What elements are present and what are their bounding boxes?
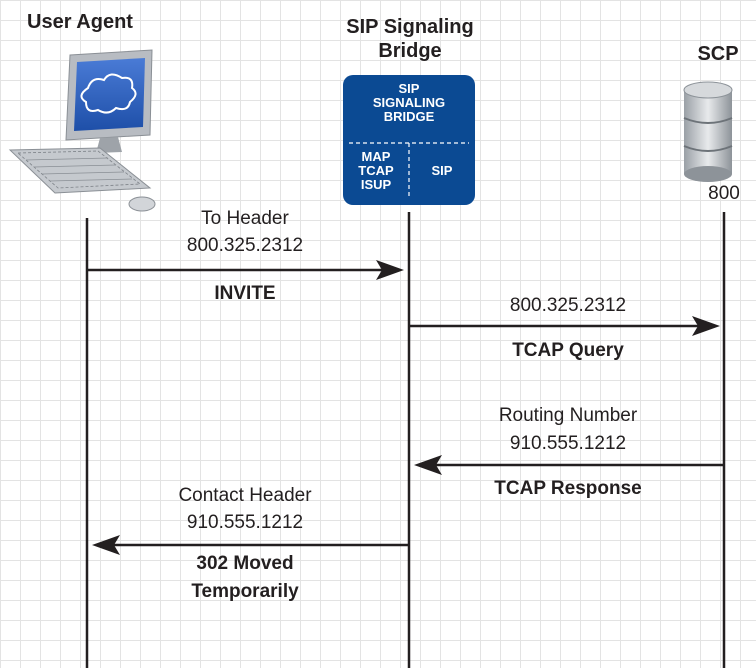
tcap-query-number: 800.325.2312 — [509, 295, 627, 316]
bridge-box-title: SIP SIGNALING BRIDGE — [343, 82, 475, 124]
bridge-box-title-line3: BRIDGE — [383, 109, 435, 124]
moved-name-line1: 302 Moved — [196, 553, 294, 574]
bridge-title-line2: Bridge — [378, 40, 442, 62]
invite-name: INVITE — [214, 283, 276, 304]
user-agent-title: User Agent — [27, 11, 133, 33]
bridge-box-left-protocols: MAP TCAP ISUP — [343, 150, 409, 192]
moved-temporarily-arrow — [92, 535, 409, 555]
tcap-response-number: 910.555.1212 — [509, 433, 627, 454]
tcap-query-name: TCAP Query — [512, 340, 624, 361]
bridge-box-right-protocol: SIP — [431, 163, 453, 178]
scp-number: 800 — [708, 183, 740, 204]
invite-arrow — [87, 260, 404, 280]
bridge-box-title-line2: SIGNALING — [372, 95, 446, 110]
invite-top-label: To Header — [201, 208, 289, 229]
bridge-box — [343, 75, 475, 205]
moved-top-label: Contact Header — [178, 485, 312, 506]
protocol-isup: ISUP — [360, 177, 392, 192]
computer-icon — [8, 49, 156, 212]
database-icon — [683, 81, 733, 182]
tcap-query-arrow — [409, 316, 720, 336]
bridge-title-line1: SIP Signaling — [346, 16, 474, 38]
tcap-response-arrow — [414, 455, 724, 475]
protocol-map: MAP — [361, 149, 391, 164]
protocol-tcap: TCAP — [358, 163, 394, 178]
bridge-title: SIP Signaling Bridge — [310, 15, 510, 63]
bridge-box-title-line1: SIP — [398, 81, 420, 96]
moved-number: 910.555.1212 — [186, 512, 304, 533]
invite-number: 800.325.2312 — [186, 235, 304, 256]
scp-title: SCP — [697, 43, 739, 65]
tcap-response-top-label: Routing Number — [498, 405, 638, 426]
moved-name-line2: Temporarily — [191, 581, 299, 602]
tcap-response-name: TCAP Response — [494, 478, 642, 499]
